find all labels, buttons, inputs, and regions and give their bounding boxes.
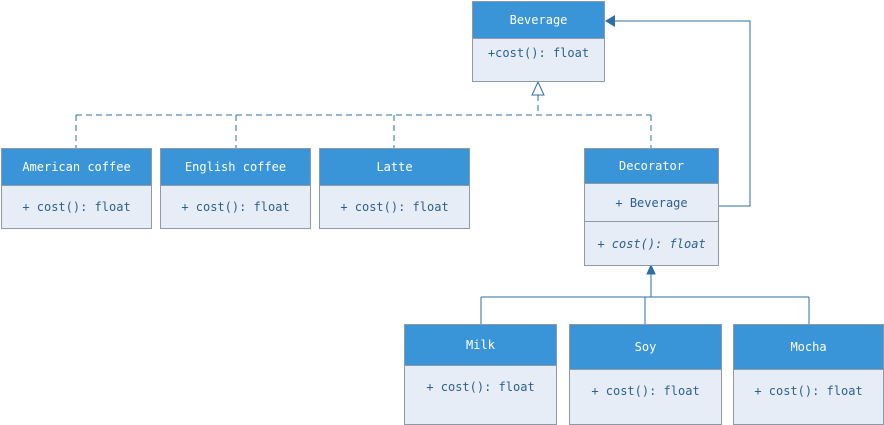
class-american-coffee[interactable]: American coffee + cost(): float — [1, 148, 152, 229]
realization-lines — [75, 95, 652, 148]
class-name: Decorator — [585, 149, 718, 184]
class-name: Beverage — [473, 2, 604, 39]
class-method: + cost(): float — [754, 384, 863, 398]
class-method: + cost(): float — [340, 200, 449, 214]
class-mocha[interactable]: Mocha + cost(): float — [733, 324, 884, 425]
class-method: + cost(): float — [585, 221, 718, 266]
class-name: Mocha — [734, 325, 883, 370]
class-milk[interactable]: Milk + cost(): float — [404, 324, 557, 425]
association-arrowhead — [605, 15, 615, 27]
class-name: Milk — [405, 325, 556, 366]
class-method: + cost(): float — [426, 380, 535, 394]
inheritance-arrowhead — [646, 263, 656, 275]
association-line — [614, 20, 751, 207]
class-name: Soy — [570, 325, 721, 370]
class-name: Latte — [320, 149, 469, 186]
class-method: + cost(): float — [181, 200, 290, 214]
class-decorator[interactable]: Decorator + Beverage + cost(): float — [584, 148, 719, 266]
class-attribute: + Beverage — [615, 195, 688, 210]
class-method: + cost(): float — [591, 384, 700, 398]
class-method: + cost(): float — [22, 200, 131, 214]
class-name: English coffee — [161, 149, 310, 186]
inheritance-lines — [480, 270, 810, 324]
class-latte[interactable]: Latte + cost(): float — [319, 148, 470, 229]
class-name: American coffee — [2, 149, 151, 186]
realization-arrowhead — [531, 80, 545, 96]
class-soy[interactable]: Soy + cost(): float — [569, 324, 722, 425]
class-english-coffee[interactable]: English coffee + cost(): float — [160, 148, 311, 229]
class-beverage[interactable]: Beverage +cost(): float — [472, 1, 605, 82]
class-method: +cost(): float — [487, 46, 590, 60]
